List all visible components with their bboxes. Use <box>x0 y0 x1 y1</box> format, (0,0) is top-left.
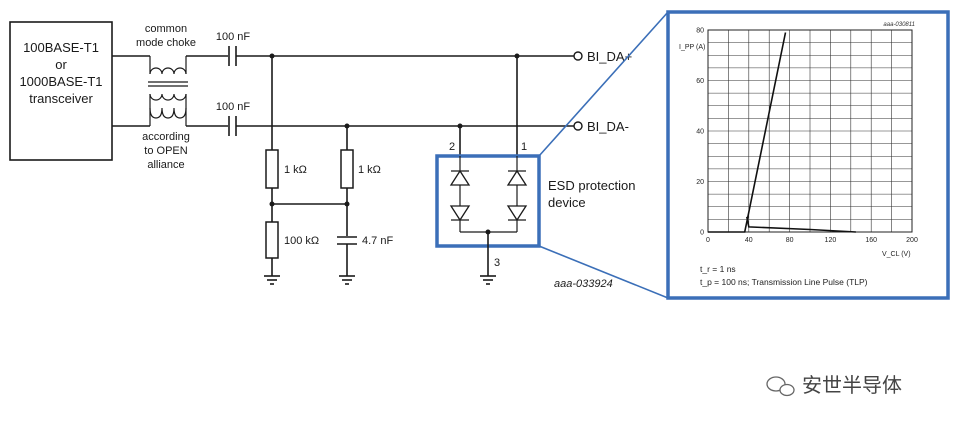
cap-top: 100 nF <box>216 31 251 66</box>
termination-network: 1 kΩ 100 kΩ 1 kΩ 4.7 nF <box>264 53 393 285</box>
chart-series-line-1 <box>708 32 787 233</box>
chart-xtick-label: 200 <box>906 237 918 244</box>
transceiver-label-line3: 1000BASE-T1 <box>19 74 102 89</box>
watermark-text: 安世半导体 <box>802 374 902 397</box>
cap-bottom: 100 nF <box>216 101 251 136</box>
r1-label: 1 kΩ <box>284 164 307 176</box>
chart-ytick-label: 0 <box>700 230 704 237</box>
chart-xtick-label: 160 <box>865 237 877 244</box>
r3-label: 100 kΩ <box>284 235 319 247</box>
zoom-line-top <box>538 11 669 157</box>
tlp-chart-panel: 0 40 80 120 160 200 0 20 40 60 80 aaa-030811 I_PP … <box>666 10 950 300</box>
zoom-line-bottom <box>538 245 669 299</box>
transceiver-label-line2: or <box>55 57 67 72</box>
r2-label: 1 kΩ <box>358 164 381 176</box>
chart-note-1: t_r = 1 ns <box>700 264 736 274</box>
choke-bottom-label-1: according <box>142 131 190 143</box>
chart-ytick-label: 40 <box>696 129 704 136</box>
chart-note-2: t_p = 100 ns; Transmission Line Pulse (T… <box>700 277 868 287</box>
transceiver-label-line1: 100BASE-T1 <box>23 40 99 55</box>
esd-pin2-label: 2 <box>449 141 455 153</box>
net-da-plus: BI_DA+ <box>587 49 632 64</box>
esd-pin1-label: 1 <box>521 141 527 153</box>
chart-ytick-label: 20 <box>696 179 704 186</box>
chart-xtick-label: 0 <box>706 237 710 244</box>
esd-pin3-label: 3 <box>494 257 500 269</box>
esd-ref-label: aaa-033924 <box>554 278 613 290</box>
cap-top-label: 100 nF <box>216 31 251 43</box>
chart-xtick-label: 80 <box>786 237 794 244</box>
esd-title-line1: ESD protection <box>548 178 635 193</box>
watermark: 安世半导体 <box>766 374 902 397</box>
chart-plot-frame <box>707 29 913 233</box>
cap-bottom-label: 100 nF <box>216 101 251 113</box>
choke-top-label-2: mode choke <box>136 37 196 49</box>
choke-top-label-1: common <box>145 23 187 35</box>
chart-ytick-label: 80 <box>696 28 704 35</box>
wechat-icon <box>766 376 795 397</box>
common-mode-choke: common mode choke according to OPEN alli… <box>136 23 196 171</box>
chart-series-line-2 <box>746 216 856 233</box>
esd-title-line2: device <box>548 195 586 210</box>
esd-protection-device: 2 1 3 ESD protection device aaa-033924 <box>435 141 635 290</box>
chart-xtick-label: 40 <box>745 237 753 244</box>
chart-ytick-label: 60 <box>696 78 704 85</box>
chart-ylabel: I_PP (A) <box>679 44 705 51</box>
transceiver-block: 100BASE-T1 or 1000BASE-T1 transceiver <box>9 21 113 161</box>
chart-xtick-label: 120 <box>825 237 837 244</box>
choke-bottom-label-3: alliance <box>147 159 184 171</box>
net-da-minus: BI_DA- <box>587 119 629 134</box>
transceiver-label-line4: transceiver <box>29 91 93 106</box>
choke-bottom-label-2: to OPEN <box>144 145 187 157</box>
c3-label: 4.7 nF <box>362 235 393 247</box>
chart-ref-label: aaa-030811 <box>883 22 915 28</box>
chart-xlabel: V_CL (V) <box>882 251 911 258</box>
